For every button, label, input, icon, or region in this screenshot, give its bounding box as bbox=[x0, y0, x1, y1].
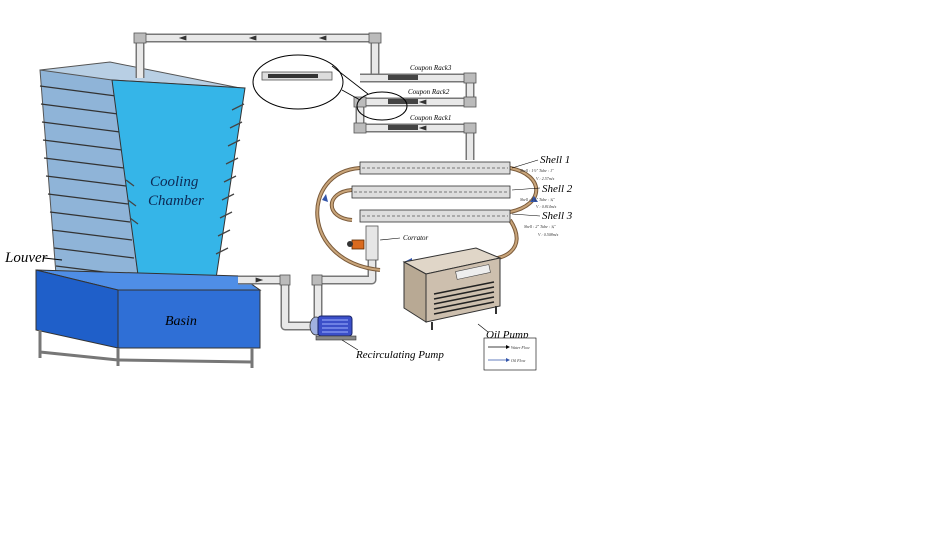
legend: Water Flow Oil Flow bbox=[483, 337, 537, 371]
coupon-rack-2-label: Coupon Rack2 bbox=[408, 88, 450, 96]
heat-exchanger bbox=[315, 161, 539, 272]
shell-3-velocity: V : 0.508m/s bbox=[538, 232, 559, 237]
coupon-rack-2 bbox=[388, 99, 418, 104]
corrator-label: Corrator bbox=[403, 234, 429, 242]
legend-oil-flow: Oil Flow bbox=[511, 358, 526, 363]
corrator bbox=[347, 225, 379, 261]
coupon-rack-3 bbox=[388, 75, 418, 80]
recirculating-pump bbox=[309, 315, 357, 341]
basin bbox=[117, 289, 261, 349]
louver-leader bbox=[43, 257, 63, 261]
coupon-rack-3-label: Coupon Rack3 bbox=[410, 64, 452, 72]
shell-1 bbox=[359, 161, 511, 175]
shell-1-name: Shell 1 bbox=[540, 154, 570, 166]
shell-2-spec: Shell : 1¼" Tube : ¾" bbox=[520, 197, 555, 202]
coupon-rack-1-label: Coupon Rack1 bbox=[410, 114, 451, 122]
shell-3-spec: Shell : 2" Tube : ¾" bbox=[524, 224, 556, 229]
louver-label: Louver bbox=[4, 250, 48, 266]
cooling-tower: Cooling Chamber Basin Louver bbox=[4, 61, 262, 368]
coupon-racks bbox=[388, 75, 418, 130]
recirculating-pump-label: Recirculating Pump bbox=[355, 349, 444, 361]
shell-2-velocity: V : 0.814m/s bbox=[536, 204, 557, 209]
shell-2-name: Shell 2 bbox=[542, 183, 573, 195]
shell-1-velocity: V : 2.57m/s bbox=[536, 176, 555, 181]
coupon-rack-1 bbox=[388, 125, 418, 130]
legend-water-flow: Water Flow bbox=[511, 345, 530, 350]
basin-stand bbox=[38, 330, 254, 368]
shell-3-name: Shell 3 bbox=[542, 210, 573, 222]
basin-label: Basin bbox=[165, 314, 197, 329]
shell-1-spec: Shell : 1½" Tube : 1" bbox=[520, 168, 554, 173]
cooling-chamber-label-1: Cooling bbox=[150, 174, 199, 190]
water-piping bbox=[133, 32, 477, 331]
shell-2 bbox=[351, 185, 511, 199]
coupon-rack-magnifier bbox=[252, 54, 408, 121]
oil-pump bbox=[402, 247, 502, 330]
shell-3 bbox=[359, 209, 511, 223]
cooling-chamber-label-2: Chamber bbox=[148, 193, 204, 209]
